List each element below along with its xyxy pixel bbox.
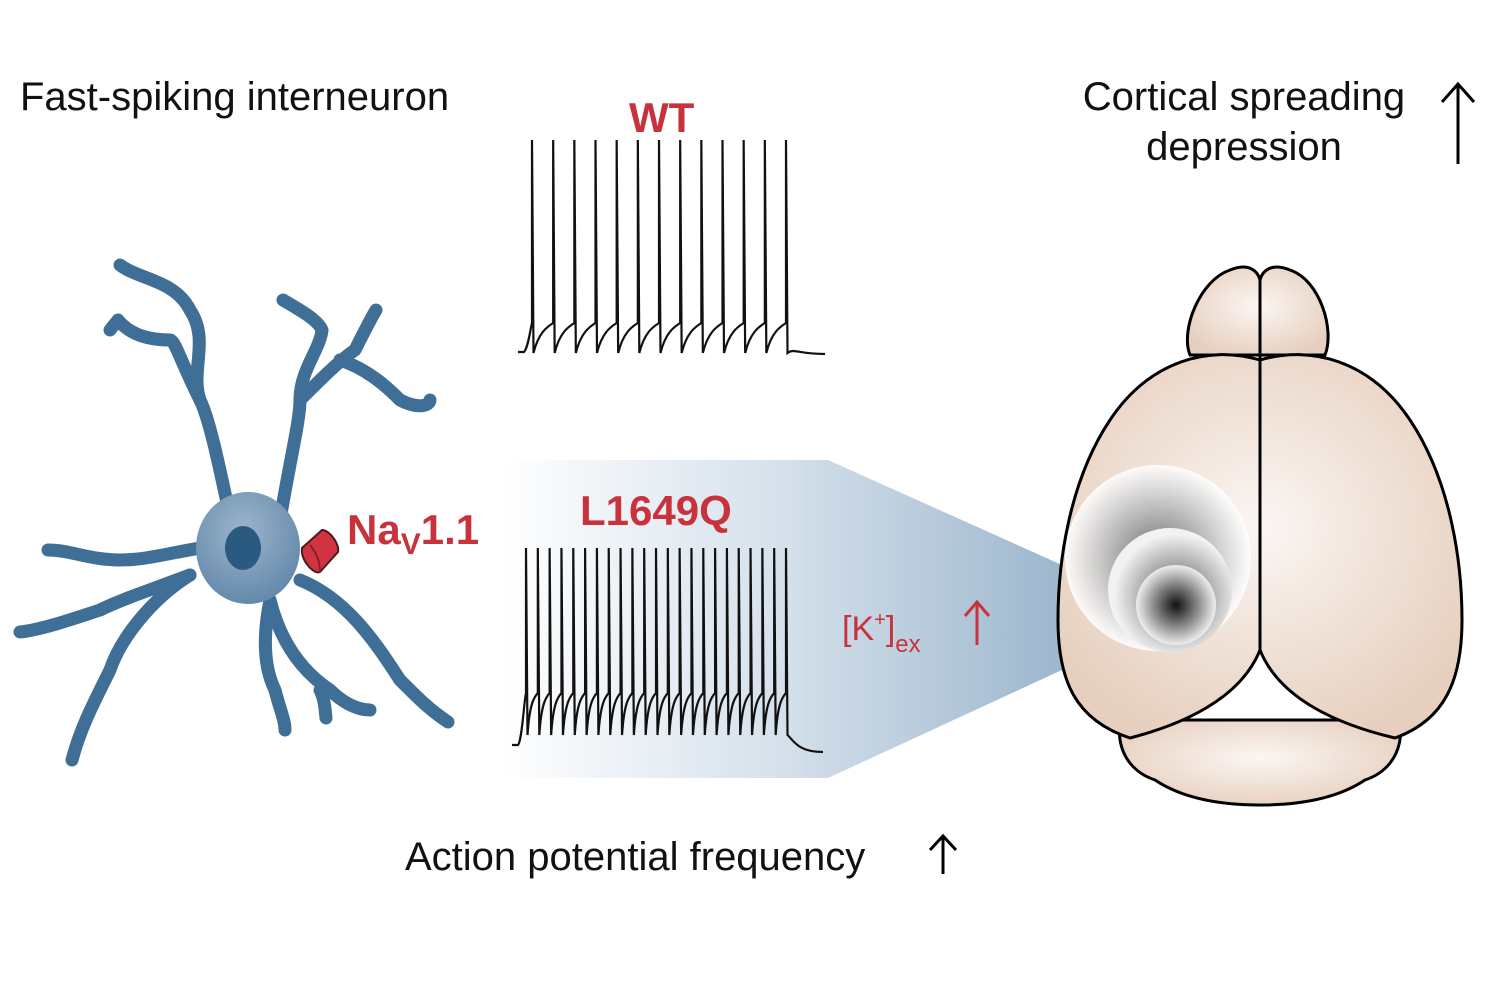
neuron-dendrites	[13, 258, 455, 767]
potassium-label-close: ]	[885, 610, 896, 648]
mutant-trace	[512, 547, 824, 754]
channel-label-sub: V	[400, 528, 421, 561]
outcome-title-line1: Cortical spreading	[1082, 75, 1406, 119]
up-arrow-icon	[1440, 81, 1476, 164]
channel-label-suffix: 1.1	[420, 506, 480, 553]
outcome-title: Cortical spreading depression	[1066, 72, 1422, 172]
cell-type-title: Fast-spiking interneuron	[20, 75, 450, 119]
potassium-label-open: [K	[842, 610, 875, 648]
channel-label-main: Na	[347, 506, 401, 553]
potassium-label-sup: +	[874, 609, 886, 631]
potassium-label: [K+]ex	[842, 608, 921, 660]
brain-cerebellum	[1117, 718, 1403, 807]
channel-label: NaV1.1	[347, 504, 479, 564]
outcome-title-line2: depression	[1146, 125, 1342, 169]
sodium-channel-icon	[300, 528, 340, 574]
spreading-depression-wave	[1065, 465, 1251, 652]
neuron-nucleus	[225, 526, 261, 570]
mutant-label: L1649Q	[580, 487, 732, 534]
neuron	[13, 258, 455, 767]
wt-label: WT	[629, 94, 695, 141]
potassium-label-sub: ex	[895, 631, 921, 658]
up-arrow-icon	[963, 599, 991, 645]
brain-olfactory-bulbs	[1185, 265, 1330, 357]
frequency-label: Action potential frequency	[405, 835, 866, 879]
wt-trace	[518, 139, 826, 356]
up-arrow-icon	[928, 833, 958, 874]
zoom-panel	[502, 460, 1062, 778]
